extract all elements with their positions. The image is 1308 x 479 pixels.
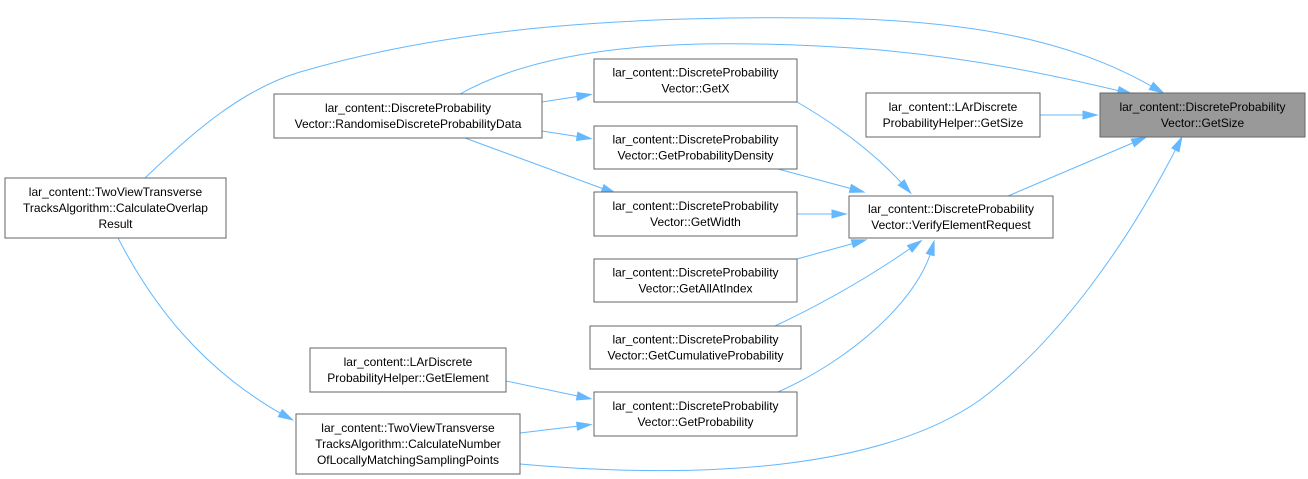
node-box bbox=[273, 93, 543, 139]
node-box bbox=[295, 413, 521, 475]
node-label-line: Vector::GetX bbox=[661, 82, 729, 96]
edge-getprobdensity-to-verify bbox=[777, 168, 866, 193]
edge-getwidth-to-verify bbox=[797, 209, 848, 219]
edge-getallatindex-to-verify bbox=[796, 239, 868, 260]
node-box bbox=[309, 347, 507, 393]
node-label-line: Vector::GetProbability bbox=[637, 415, 753, 429]
node-label-line: TracksAlgorithm::CalculateOverlap bbox=[23, 201, 208, 215]
node-box bbox=[4, 177, 227, 239]
node-label-line: lar_content::LArDiscrete bbox=[344, 355, 473, 369]
edge-calcnumber-to-getprobability bbox=[519, 421, 593, 434]
node-box bbox=[593, 391, 798, 437]
node-box bbox=[865, 92, 1041, 138]
node-box bbox=[589, 325, 802, 370]
node-label-line: lar_content::DiscreteProbability bbox=[325, 101, 491, 115]
nodes-layer: lar_content::DiscreteProbabilityVector::… bbox=[4, 58, 1306, 475]
node-label-line: lar_content::TwoViewTransverse bbox=[321, 421, 495, 435]
node-box bbox=[593, 191, 798, 237]
edge-getcumulative-to-verify bbox=[774, 239, 923, 327]
node-getprobability[interactable]: lar_content::DiscreteProbabilityVector::… bbox=[593, 391, 798, 437]
node-getprobdensity[interactable]: lar_content::DiscreteProbabilityVector::… bbox=[593, 125, 798, 170]
node-calcnumber[interactable]: lar_content::TwoViewTransverseTracksAlgo… bbox=[295, 413, 521, 475]
node-label-line: lar_content::DiscreteProbability bbox=[612, 66, 778, 80]
edge-helper_getsize-to-getsize bbox=[1040, 110, 1099, 120]
edge-verify-to-getsize bbox=[1007, 136, 1148, 197]
node-label-line: ProbabilityHelper::GetElement bbox=[327, 371, 489, 385]
edges-layer bbox=[117, 17, 1183, 472]
node-getsize[interactable]: lar_content::DiscreteProbabilityVector::… bbox=[1099, 92, 1306, 138]
node-label-line: Vector::VerifyElementRequest bbox=[871, 218, 1031, 232]
node-label-line: lar_content::DiscreteProbability bbox=[612, 399, 778, 413]
node-label-line: lar_content::DiscreteProbability bbox=[612, 266, 778, 280]
node-label-line: Vector::GetProbabilityDensity bbox=[617, 149, 773, 163]
edge-getprobability-to-verify bbox=[777, 239, 935, 393]
node-label-line: lar_content::TwoViewTransverse bbox=[29, 185, 203, 199]
node-label-line: Vector::GetCumulativeProbability bbox=[607, 349, 783, 363]
node-box bbox=[593, 125, 798, 170]
node-label-line: lar_content::DiscreteProbability bbox=[612, 199, 778, 213]
edge-calcoverlap-to-calcnumber bbox=[117, 237, 295, 421]
node-label-line: Vector::GetWidth bbox=[650, 215, 741, 229]
node-label-line: lar_content::DiscreteProbability bbox=[868, 202, 1034, 216]
node-getwidth[interactable]: lar_content::DiscreteProbabilityVector::… bbox=[593, 191, 798, 237]
node-box bbox=[848, 195, 1054, 239]
node-label-line: lar_content::DiscreteProbability bbox=[1119, 100, 1285, 114]
node-label-line: OfLocallyMatchingSamplingPoints bbox=[317, 453, 499, 467]
node-randomise[interactable]: lar_content::DiscreteProbabilityVector::… bbox=[273, 93, 543, 139]
edge-randomise-to-getprobdensity bbox=[541, 130, 593, 141]
edge-randomise-to-getwidth bbox=[464, 137, 618, 195]
node-verify[interactable]: lar_content::DiscreteProbabilityVector::… bbox=[848, 195, 1054, 239]
edge-calcoverlap-to-getsize bbox=[144, 17, 1166, 179]
node-label-line: Vector::GetSize bbox=[1161, 116, 1245, 130]
node-box bbox=[593, 58, 798, 103]
edge-randomise-to-getx bbox=[541, 92, 593, 103]
node-getcumulative[interactable]: lar_content::DiscreteProbabilityVector::… bbox=[589, 325, 802, 370]
node-box bbox=[1099, 92, 1306, 138]
edge-calcnumber-to-getsize bbox=[519, 135, 1183, 472]
node-label-line: Result bbox=[98, 217, 133, 231]
node-label-line: lar_content::DiscreteProbability bbox=[612, 333, 778, 347]
node-helper_getelement[interactable]: lar_content::LArDiscreteProbabilityHelpe… bbox=[309, 347, 507, 393]
edge-getx-to-verify bbox=[796, 101, 912, 195]
node-calcoverlap[interactable]: lar_content::TwoViewTransverseTracksAlgo… bbox=[4, 177, 227, 239]
node-helper_getsize[interactable]: lar_content::LArDiscreteProbabilityHelpe… bbox=[865, 92, 1041, 138]
node-getx[interactable]: lar_content::DiscreteProbabilityVector::… bbox=[593, 58, 798, 103]
node-label-line: lar_content::DiscreteProbability bbox=[612, 133, 778, 147]
node-box bbox=[593, 258, 798, 303]
node-getallatindex[interactable]: lar_content::DiscreteProbabilityVector::… bbox=[593, 258, 798, 303]
node-label-line: lar_content::LArDiscrete bbox=[889, 100, 1018, 114]
node-label-line: Vector::GetAllAtIndex bbox=[638, 282, 752, 296]
node-label-line: Vector::RandomiseDiscreteProbabilityData bbox=[295, 117, 522, 131]
edge-helper_getelement-to-getprobability bbox=[505, 380, 593, 401]
node-label-line: ProbabilityHelper::GetSize bbox=[883, 116, 1024, 130]
node-label-line: TracksAlgorithm::CalculateNumber bbox=[315, 437, 501, 451]
